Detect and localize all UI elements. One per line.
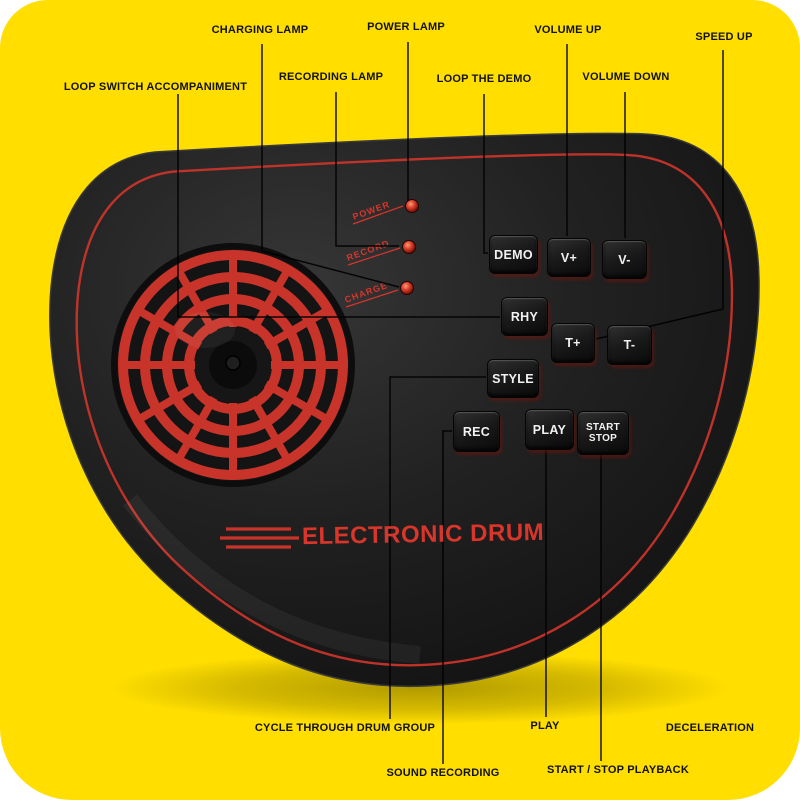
speaker-grille: [111, 243, 355, 487]
rhythm-button[interactable]: RHY: [501, 297, 548, 336]
volume-up-button[interactable]: V+: [547, 238, 591, 277]
callout-loop-switch-accompaniment: LOOP SWITCH ACCOMPANIMENT: [63, 81, 248, 93]
style-button[interactable]: STYLE: [487, 359, 539, 398]
tempo-up-button[interactable]: T+: [551, 323, 595, 363]
start-stop-line1: START: [585, 422, 621, 433]
power-led: [405, 199, 419, 213]
demo-button[interactable]: DEMO: [489, 235, 538, 274]
callout-power-lamp: POWER LAMP: [367, 21, 445, 33]
callout-play: PLAY: [530, 720, 560, 732]
callout-deceleration: DECELERATION: [665, 722, 755, 734]
brand-speed-lines: [220, 527, 299, 549]
inner-red-outline: [77, 154, 732, 665]
callout-charging-lamp: CHARGING LAMP: [211, 24, 309, 36]
callout-volume-up: VOLUME UP: [534, 24, 602, 36]
tempo-down-button[interactable]: T-: [607, 325, 652, 365]
start-stop-line2: STOP: [588, 433, 618, 444]
callout-recording-lamp: RECORDING LAMP: [278, 71, 384, 83]
device-title: ELECTRONIC DRUM: [301, 518, 545, 551]
callout-start-stop-playback: START / STOP PLAYBACK: [547, 764, 689, 776]
record-led: [402, 240, 416, 254]
callout-volume-down: VOLUME DOWN: [582, 71, 670, 83]
callout-sound-recording: SOUND RECORDING: [386, 767, 500, 779]
callout-loop-the-demo: LOOP THE DEMO: [436, 73, 532, 85]
volume-down-button[interactable]: V-: [602, 240, 647, 279]
callout-cycle-through-drum-group: CYCLE THROUGH DRUM GROUP: [254, 722, 436, 734]
record-button[interactable]: REC: [453, 411, 500, 452]
callout-lines: [177, 42, 724, 764]
device-shadow: [110, 652, 730, 724]
charge-led: [400, 281, 414, 295]
play-button[interactable]: PLAY: [525, 409, 574, 450]
start-stop-button[interactable]: START STOP: [577, 411, 629, 455]
callout-speed-up: SPEED UP: [695, 31, 753, 43]
